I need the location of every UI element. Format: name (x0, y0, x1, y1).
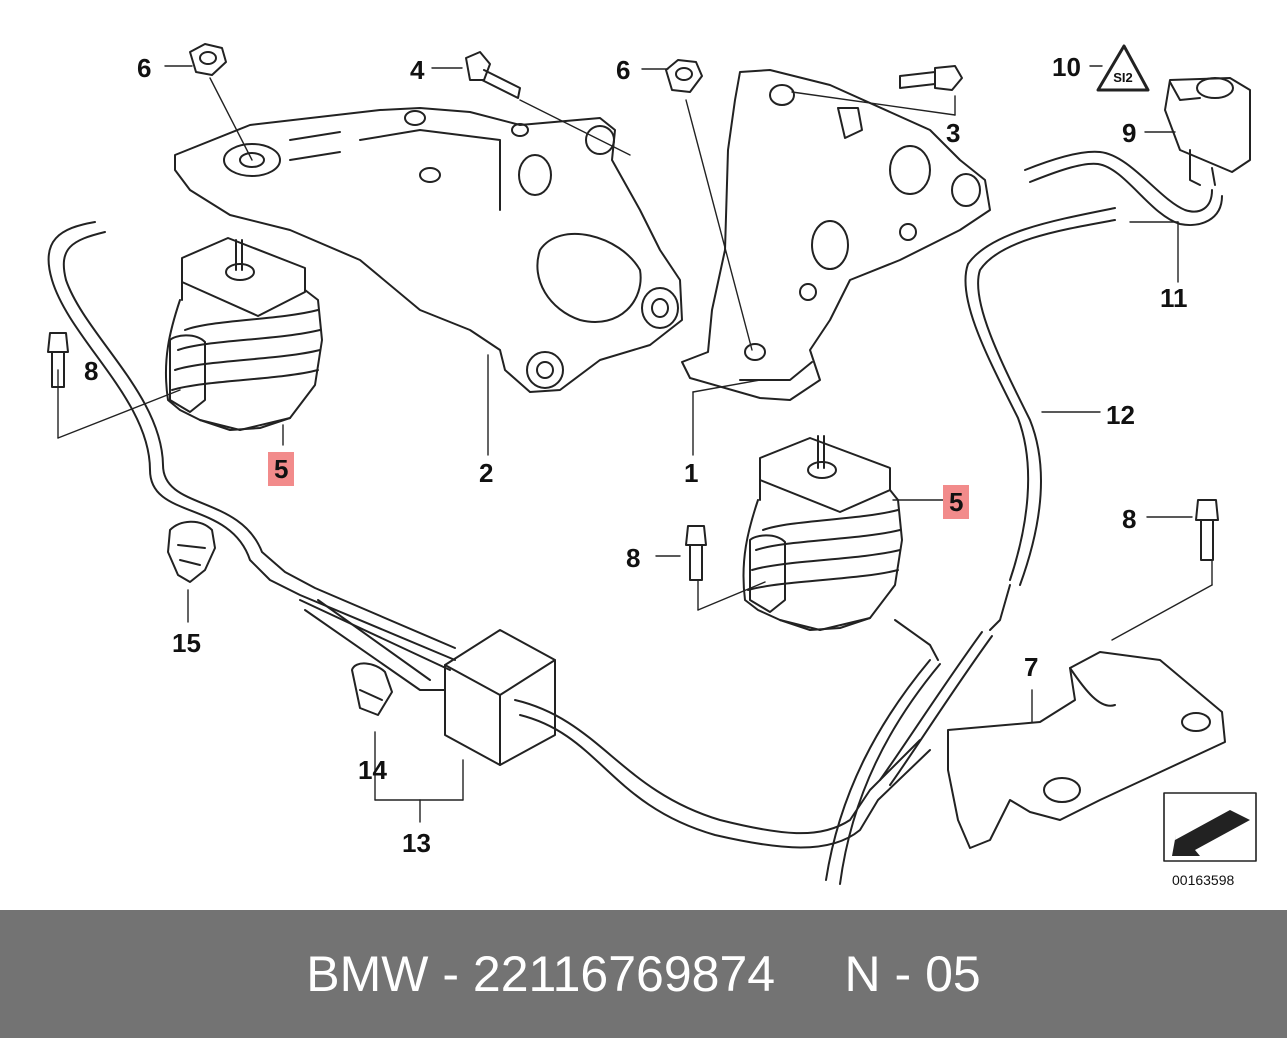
vacuum-hose-assembly (47, 221, 993, 885)
reference-arrow-box (1163, 792, 1257, 862)
engine-bracket-1 (681, 69, 991, 401)
warning-symbol-text: SI2 (1113, 70, 1133, 85)
callout-7: 7 (1024, 652, 1039, 682)
parts-diagram: SI2 (47, 43, 1257, 885)
engine-bracket-2 (174, 107, 683, 393)
callout-15: 15 (172, 628, 201, 658)
part-number-caption: BMW - 22116769874 N - 05 (306, 946, 981, 1002)
callout-12: 12 (1106, 400, 1135, 430)
callout-10: 10 (1052, 52, 1081, 82)
bolt-4 (465, 51, 521, 99)
callout-11: 11 (1160, 283, 1188, 313)
callout-8-middle: 8 (626, 543, 641, 573)
bolt-8-left (47, 332, 69, 388)
callout-14: 14 (358, 755, 387, 785)
callout-8-left: 8 (84, 356, 99, 386)
vacuum-solenoid-valve-9 (1164, 77, 1251, 186)
callout-6-left: 6 (137, 53, 152, 83)
diagram-reference-number: 00163598 (1172, 872, 1235, 888)
vacuum-hose-12 (964, 150, 1223, 631)
hose-damper-box (444, 629, 556, 766)
callout-8-right: 8 (1122, 504, 1137, 534)
leader-lines (57, 65, 1213, 823)
callout-13: 13 (402, 828, 431, 858)
callout-1: 1 (684, 458, 699, 488)
bolt-8-right (1195, 499, 1219, 561)
warning-triangle-icon (1096, 44, 1150, 92)
engine-bracket-7 (947, 651, 1226, 849)
callout-9: 9 (1122, 118, 1137, 148)
callout-5-left: 5 (268, 452, 295, 486)
nut-6-left (189, 43, 227, 76)
hose-clip-14 (351, 662, 393, 716)
callout-4: 4 (410, 55, 425, 85)
footer-bar: BMW - 22116769874 N - 05 (0, 910, 1287, 1038)
bolt-3 (899, 65, 963, 91)
hose-clip-15 (167, 520, 216, 583)
bolt-8-middle (685, 525, 707, 581)
engine-mount-left (164, 237, 323, 431)
nut-6-right (665, 59, 703, 93)
callout-3: 3 (946, 118, 961, 148)
engine-mount-right (742, 435, 939, 661)
callout-5-right: 5 (943, 485, 970, 519)
callout-2: 2 (479, 458, 494, 488)
callout-6-right: 6 (616, 55, 631, 85)
